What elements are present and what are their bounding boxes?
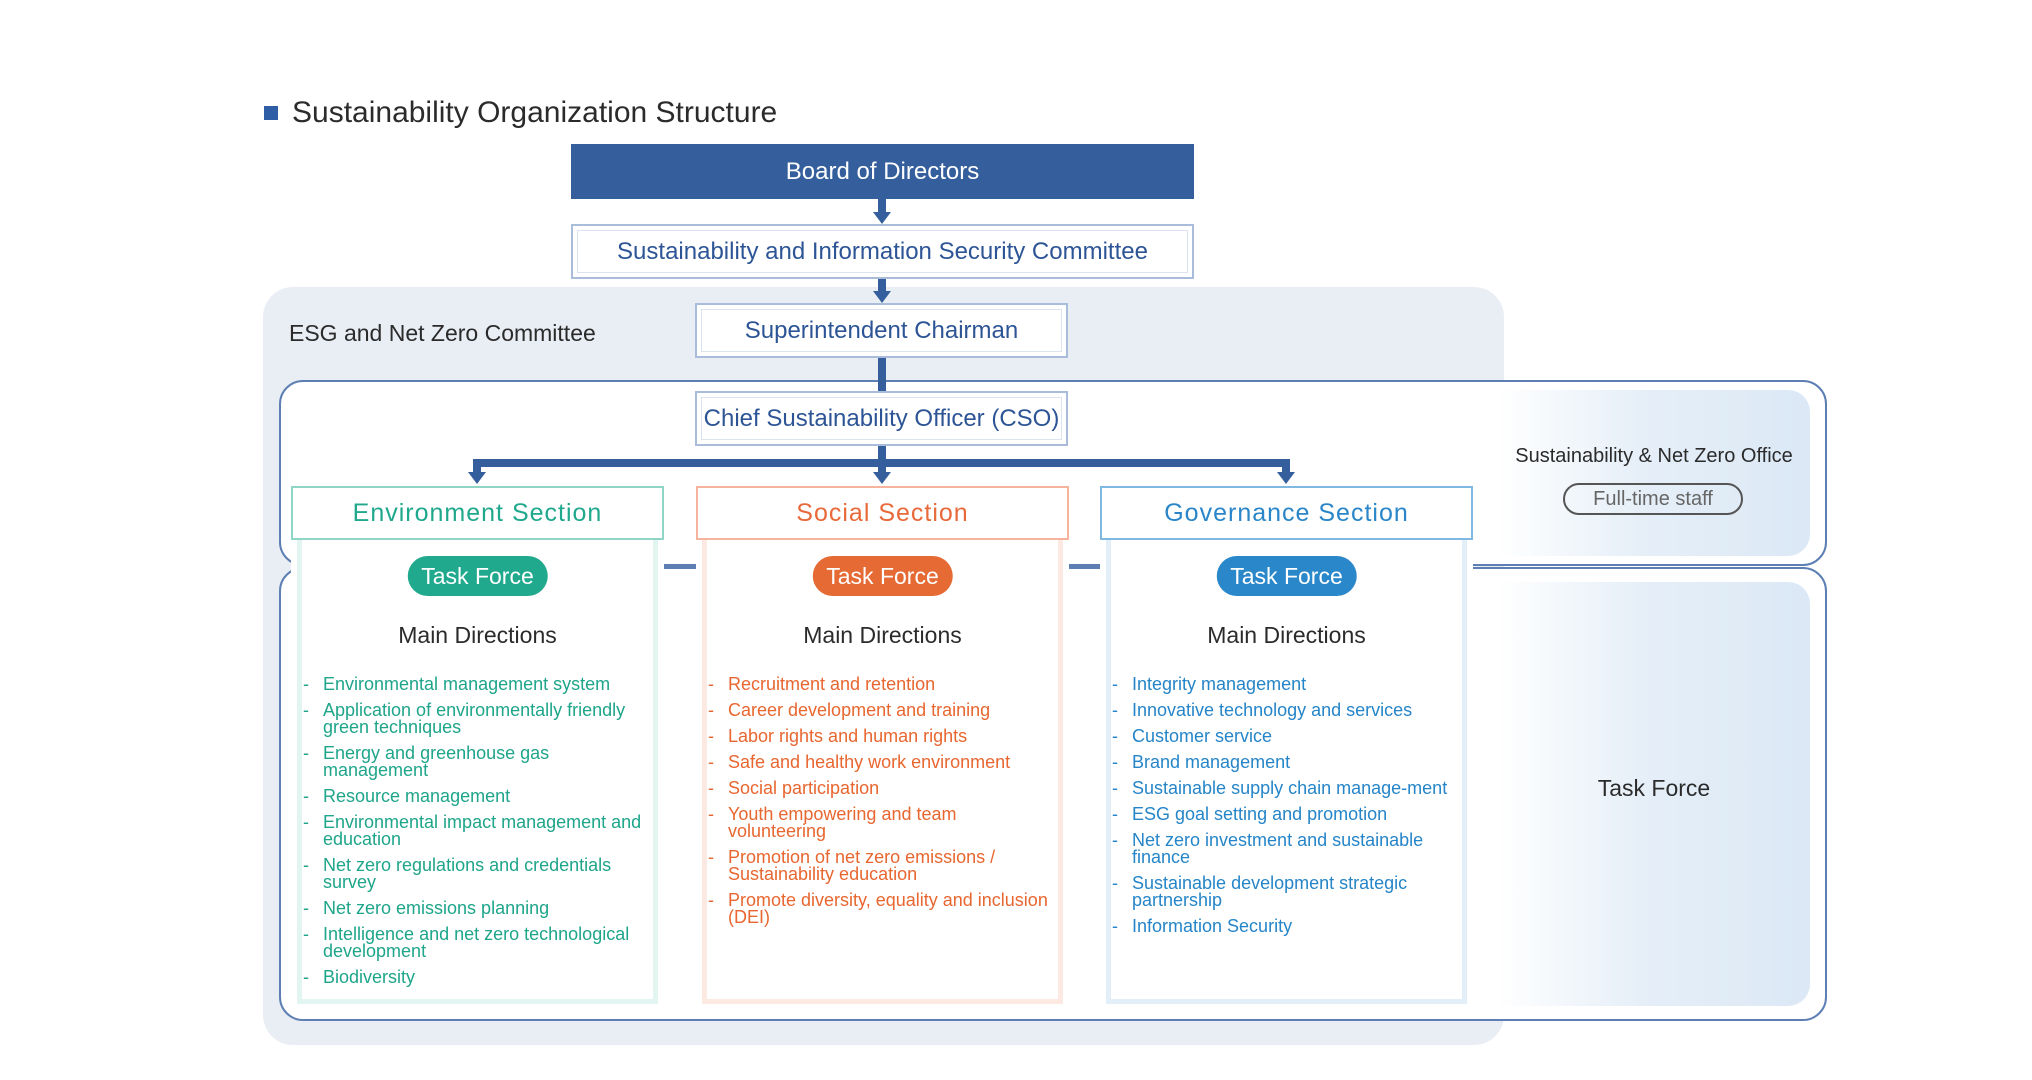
list-item: Net zero emissions planning — [301, 899, 651, 917]
social-section: Social Section Task Force Main Direction… — [696, 486, 1069, 1004]
social-section-header: Social Section — [696, 486, 1069, 540]
list-item: Promotion of net zero emissions / Sustai… — [706, 848, 1056, 883]
list-item: Youth empowering and team volunteering — [706, 805, 1056, 840]
connector-line — [878, 199, 886, 213]
arrow-down-icon — [873, 291, 891, 303]
arrow-down-icon — [468, 472, 486, 484]
task-force-side-panel — [1498, 582, 1810, 1006]
list-item: Customer service — [1110, 727, 1460, 745]
social-main-directions-heading: Main Directions — [803, 622, 962, 648]
list-item: Promote diversity, equality and inclusio… — [706, 891, 1056, 926]
environment-directions-list: Environmental management system Applicat… — [301, 675, 651, 995]
panel-divider-line — [1068, 566, 1100, 568]
list-item: Intelligence and net zero technological … — [301, 925, 651, 960]
environment-section: Environment Section Task Force Main Dire… — [291, 486, 664, 1004]
superintendent-chairman-node: Superintendent Chairman — [695, 303, 1068, 358]
connector-line — [1282, 459, 1290, 473]
social-task-force-badge: Task Force — [812, 556, 953, 596]
cso-label: Chief Sustainability Officer (CSO) — [703, 404, 1060, 432]
task-force-side-label: Task Force — [1597, 775, 1711, 801]
list-item: Environmental management system — [301, 675, 651, 693]
list-item: Social participation — [706, 779, 1056, 797]
arrow-down-icon — [1277, 472, 1295, 484]
title-bullet-icon — [264, 106, 278, 120]
list-item: Sustainable supply chain manage-ment — [1110, 779, 1460, 797]
list-item: Net zero regulations and credentials sur… — [301, 856, 651, 891]
list-item: Application of environmentally friendly … — [301, 701, 651, 736]
social-section-body — [702, 540, 1063, 1004]
board-label: Board of Directors — [785, 157, 980, 185]
connector-line — [878, 446, 886, 470]
panel-divider-line — [663, 566, 696, 568]
page-title: Sustainability Organization Structure — [264, 96, 777, 130]
office-side-panel — [1498, 390, 1810, 556]
page-title-text: Sustainability Organization Structure — [292, 96, 778, 129]
list-item: Sustainable development strategic partne… — [1110, 874, 1460, 909]
list-item: Career development and training — [706, 701, 1056, 719]
list-item: Energy and greenhouse gas management — [301, 744, 651, 779]
connector-line — [878, 279, 886, 292]
list-item: Information Security — [1110, 917, 1460, 935]
connector-line — [878, 358, 886, 391]
list-item: Safe and healthy work environment — [706, 753, 1056, 771]
governance-section-header: Governance Section — [1100, 486, 1473, 540]
esg-committee-label: ESG and Net Zero Committee — [289, 320, 596, 346]
security-committee-label: Sustainability and Information Security … — [617, 237, 1148, 265]
connector-line — [878, 459, 886, 473]
list-item: Biodiversity — [301, 968, 651, 986]
governance-section-body — [1106, 540, 1467, 1004]
governance-section: Governance Section Task Force Main Direc… — [1100, 486, 1473, 1004]
superintendent-chairman-label: Superintendent Chairman — [744, 316, 1019, 344]
list-item: Net zero investment and sustainable fina… — [1110, 831, 1460, 866]
list-item: Recruitment and retention — [706, 675, 1056, 693]
list-item: Integrity management — [1110, 675, 1460, 693]
office-title: Sustainability & Net Zero Office — [1515, 445, 1793, 467]
governance-directions-list: Integrity management Innovative technolo… — [1110, 675, 1460, 944]
list-item: Resource management — [301, 787, 651, 805]
security-committee-node: Sustainability and Information Security … — [571, 224, 1194, 279]
arrow-down-icon — [873, 212, 891, 224]
environment-task-force-badge: Task Force — [407, 556, 548, 596]
list-item: ESG goal setting and promotion — [1110, 805, 1460, 823]
board-of-directors-node: Board of Directors — [571, 144, 1194, 199]
governance-task-force-badge: Task Force — [1216, 556, 1357, 596]
environment-main-directions-heading: Main Directions — [398, 622, 557, 648]
social-directions-list: Recruitment and retention Career develop… — [706, 675, 1056, 935]
arrow-down-icon — [873, 472, 891, 484]
environment-section-header: Environment Section — [291, 486, 664, 540]
governance-main-directions-heading: Main Directions — [1207, 622, 1366, 648]
list-item: Labor rights and human rights — [706, 727, 1056, 745]
cso-node: Chief Sustainability Officer (CSO) — [695, 391, 1068, 446]
list-item: Brand management — [1110, 753, 1460, 771]
list-item: Innovative technology and services — [1110, 701, 1460, 719]
full-time-staff-badge: Full-time staff — [1563, 483, 1743, 515]
list-item: Environmental impact management and educ… — [301, 813, 651, 848]
environment-section-body — [297, 540, 658, 1004]
connector-line — [473, 459, 481, 473]
